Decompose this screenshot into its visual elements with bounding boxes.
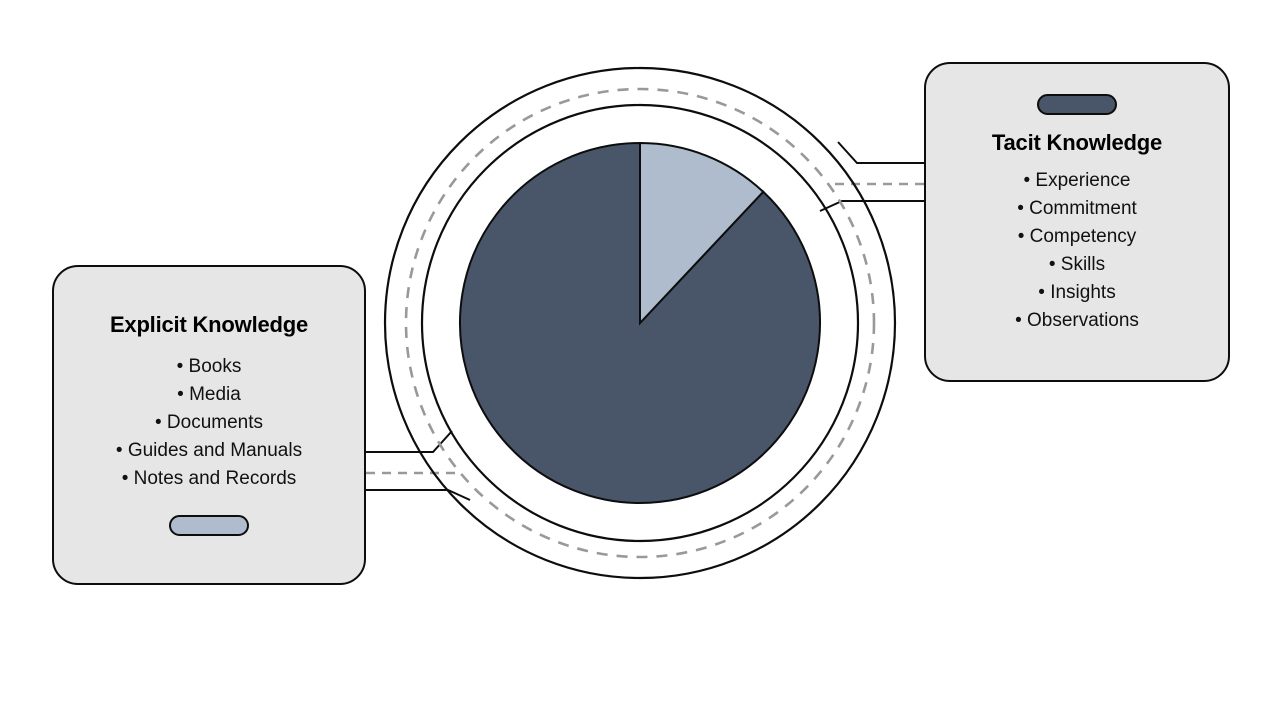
tacit-knowledge-color-pill xyxy=(1037,94,1117,115)
tacit-knowledge-panel[interactable]: Tacit Knowledge • Experience • Commitmen… xyxy=(924,62,1230,382)
right-connector-fill xyxy=(820,141,924,205)
list-item: • Observations xyxy=(1015,310,1139,332)
left-connector-fill xyxy=(366,430,470,494)
right-connector-lower-edge xyxy=(819,200,924,212)
explicit-knowledge-panel[interactable]: Explicit Knowledge • Books • Media • Doc… xyxy=(52,265,366,585)
list-item: • Competency xyxy=(1017,226,1137,248)
list-item: • Notes and Records xyxy=(121,468,297,490)
list-item: • Documents xyxy=(154,412,264,434)
explicit-knowledge-title: Explicit Knowledge xyxy=(109,312,309,337)
list-item: • Insights xyxy=(1038,282,1116,304)
list-item: • Media xyxy=(177,384,241,406)
tacit-knowledge-title: Tacit Knowledge xyxy=(991,130,1163,155)
middle-dashed-ring xyxy=(404,87,876,559)
list-item: • Experience xyxy=(1023,170,1131,192)
list-item: • Guides and Manuals xyxy=(115,440,303,462)
pie-slice-explicit-knowledge[interactable] xyxy=(639,141,765,326)
list-item: • Books xyxy=(176,356,242,378)
tacit-knowledge-list: • Experience • Commitment • Competency •… xyxy=(1015,167,1139,335)
list-item: • Commitment xyxy=(1017,198,1137,220)
left-connector-upper-edge xyxy=(366,430,453,453)
right-connector-upper-edge xyxy=(837,141,924,164)
explicit-knowledge-list: • Books • Media • Documents • Guides and… xyxy=(116,353,302,493)
outer-solid-ring xyxy=(383,66,897,580)
explicit-knowledge-color-pill xyxy=(169,515,249,537)
inner-solid-ring xyxy=(420,103,860,543)
list-item: • Skills xyxy=(1048,254,1106,276)
